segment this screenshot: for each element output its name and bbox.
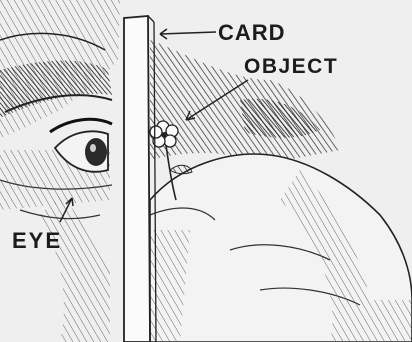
object-label: OBJECT xyxy=(244,56,338,77)
card-label: CARD xyxy=(218,22,286,44)
eye-label: EYE xyxy=(12,230,62,252)
